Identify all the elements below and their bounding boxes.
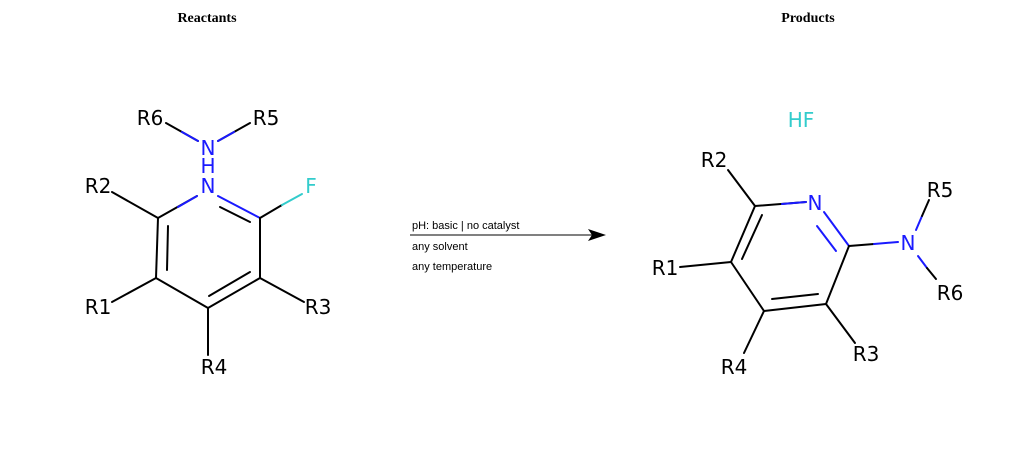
product-label-ring-n: N: [808, 191, 823, 215]
bond-r6-n-blue: [181, 131, 199, 142]
products-header: Products: [781, 11, 835, 26]
product-label-r2: R2: [701, 148, 728, 172]
reactant-label-r2: R2: [85, 174, 112, 198]
bond-c2-f: [259, 204, 283, 219]
pbond-c2-namine: [848, 243, 875, 247]
bond-c2-f-cyan: [281, 193, 303, 206]
reaction-arrow: [410, 229, 606, 241]
reactant-label-r6: R6: [137, 106, 164, 130]
bond-c5-c6: [155, 217, 159, 279]
reactant-molecule: [111, 122, 305, 356]
pbond-c4-r4: [743, 310, 765, 354]
pbond-namine-r6: [917, 255, 928, 269]
pbond-c2-namine-blue: [873, 241, 899, 245]
pbond-c3-c4: [763, 303, 827, 312]
bond-c4-c5: [155, 277, 209, 309]
bond-n-c2: [217, 195, 261, 219]
bond-c6-r2: [111, 191, 159, 219]
condition-ph-catalyst: pH: basic | no catalyst: [412, 220, 519, 232]
reactant-label-r4: R4: [201, 355, 228, 379]
product-label-r1: R1: [652, 256, 679, 280]
pbond-c5-r1: [679, 261, 732, 268]
pbond-n-c2: [823, 211, 850, 247]
reactant-label-amine-h: H: [200, 154, 215, 178]
pbond-c3-r3: [825, 303, 856, 344]
bond-c3-c4: [207, 277, 261, 309]
reactants-header: Reactants: [177, 11, 237, 26]
bond-c5-r1: [111, 277, 157, 303]
reactant-label-f: F: [305, 174, 317, 198]
product-label-r6: R6: [937, 281, 964, 305]
pbond-namine-r6-black: [926, 267, 937, 280]
pbond-c4-c5: [730, 261, 765, 312]
pbond-n-c2-inner: [816, 225, 837, 252]
reactant-label-amine-n: N: [201, 136, 216, 160]
pbond-c6-n-blue: [781, 201, 807, 205]
condition-solvent: any solvent: [412, 241, 468, 253]
reactant-label-r1: R1: [85, 295, 112, 319]
bond-c3-c4-inner: [208, 271, 251, 297]
pbond-c5-c6: [730, 205, 756, 263]
reactant-label-r5: R5: [253, 106, 280, 130]
pbond-c5-c6-inner: [741, 214, 763, 260]
bond-c6-n-blue: [177, 195, 198, 208]
pbond-c3-c4-inner: [771, 293, 819, 300]
product-molecule: [679, 169, 937, 354]
reactant-label-r3: R3: [305, 295, 332, 319]
product-label-r4: R4: [721, 355, 748, 379]
bond-n-c2-inner: [219, 206, 251, 223]
bond-c5-c6-inner: [166, 225, 169, 271]
product-label-hf: HF: [788, 108, 815, 132]
product-label-amine-n: N: [901, 231, 916, 255]
bond-n-r5-blue: [217, 131, 235, 142]
pbond-namine-r5-black: [921, 199, 930, 217]
product-label-r3: R3: [853, 342, 880, 366]
bond-c3-r3: [259, 277, 305, 303]
product-label-r5: R5: [927, 178, 954, 202]
pbond-namine-r5: [915, 215, 923, 231]
pbond-c2-c3: [825, 245, 850, 305]
pbond-c6-r2: [727, 169, 756, 207]
arrow-head: [588, 229, 606, 241]
condition-temperature: any temperature: [412, 261, 492, 273]
reactant-label-ring-n: N: [201, 174, 216, 198]
